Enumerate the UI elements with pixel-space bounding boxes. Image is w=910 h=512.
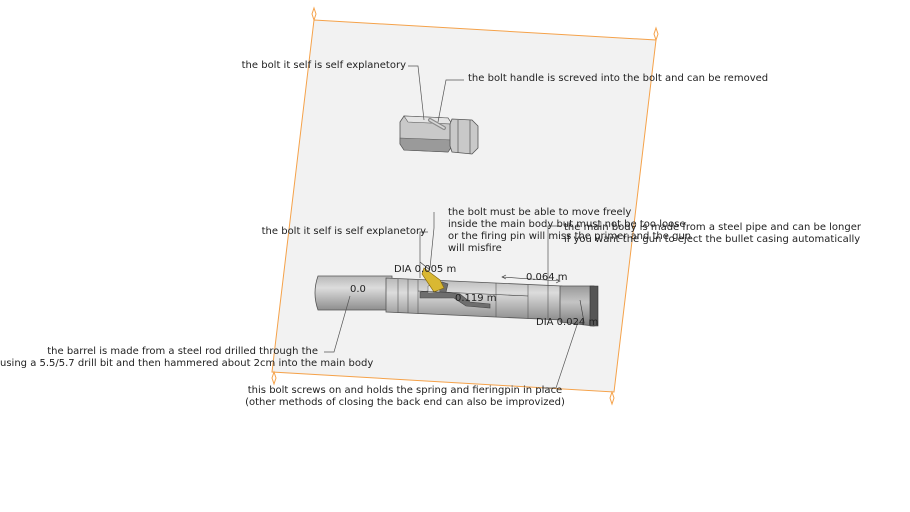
annotation-back-bolt-1: this bolt screws on and holds the spring…: [247, 385, 563, 396]
back-bolt-part[interactable]: [559, 285, 599, 327]
annotation-bolt-move-2: inside the main body but must not be too…: [448, 219, 686, 230]
annotation-bolt-mid: the bolt it self is self explanetory: [261, 226, 426, 237]
barrel-part[interactable]: [314, 275, 393, 311]
dimension-dia-bolt: DIA 0.005 m: [394, 264, 457, 275]
dimension-barrel-partial: 0.0: [350, 284, 366, 295]
annotation-bolt-handle: the bolt handle is screved into the bolt…: [468, 73, 769, 84]
annotation-bolt-top: the bolt it self is self explanetory: [241, 60, 406, 71]
dimension-line: [417, 261, 585, 323]
annotation-bolt-move-4: will misfire: [448, 243, 502, 254]
annotation-barrel-1: the barrel is made from a steel rod dril…: [47, 346, 318, 357]
dimension-length-body: 0.119 m: [455, 293, 497, 304]
bolt-handle-top[interactable]: [428, 118, 446, 130]
annotation-back-bolt-2: (other methods of closing the back end c…: [245, 397, 565, 408]
annotation-bolt-move-3: or the firing pin will miss the primer a…: [448, 231, 692, 242]
annotation-bolt-move-1: the bolt must be able to move freely: [448, 207, 632, 218]
bolt-handle-assembled[interactable]: [421, 267, 445, 293]
leader-line: [324, 212, 579, 389]
bolt-part-top[interactable]: [399, 115, 479, 155]
dimension-dia-back: DIA 0.024 m: [536, 317, 599, 328]
plane-corner-marker: [271, 6, 659, 406]
annotation-main-body-1: the main body is made from a steel pipe …: [564, 222, 861, 233]
dimension-length-back: 0.064 m: [526, 272, 568, 283]
annotation-barrel-2: using a 5.5/5.7 drill bit and then hamme…: [0, 358, 374, 369]
leader-line: [408, 65, 464, 123]
annotation-main-body-2: if you want the gun to eject the bullet …: [564, 234, 861, 245]
